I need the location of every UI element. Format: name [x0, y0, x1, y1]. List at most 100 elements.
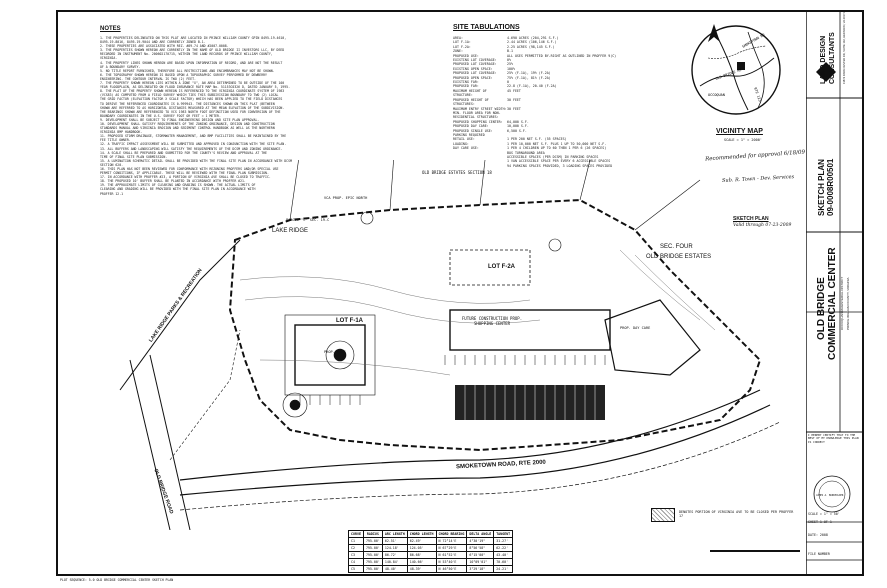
tabulation-key: PROPOSED FAR:: [453, 84, 479, 89]
vicinity-road: [707, 45, 767, 59]
notes-title: NOTES: [100, 26, 121, 32]
table-cell: 124.05': [406, 544, 437, 552]
road-edge: [149, 354, 191, 530]
vca-label: VCA PROP. EPIC NORTH: [324, 196, 368, 200]
lot-line: [579, 160, 591, 201]
tabulation-row: EXISTING FAR:0: [453, 80, 637, 84]
curve-table-heading: ARC LENGTH: [381, 530, 408, 538]
note-line: PROFFER 12.1: [100, 191, 124, 196]
note-line: 8495-19-8016, 8495-19-9044 AND ARE CURRE…: [100, 40, 206, 45]
site-tabulations: AREA:4.690 ACRES (204,291 S.F.) LOT F-1A…: [453, 36, 637, 168]
firm-address: 13873 PARK CENTER RD, SUITE 102, HERNDON…: [843, 12, 846, 84]
parcel-line: [119, 239, 241, 391]
table-cell: 24.21': [493, 565, 514, 573]
prop-day-care: [604, 299, 701, 376]
tabulation-key: PROPOSED HEIGHT OF STRUCTURES:: [453, 97, 489, 107]
parking-stalls: [299, 355, 606, 405]
old-bridge-estates-label: OLD BRIDGE ESTATES: [646, 254, 712, 260]
note-line: (VCS83) AS COMPUTED FROM A FIELD SURVEY …: [100, 93, 279, 98]
tabulation-key: DAY CARE USE:: [453, 146, 479, 151]
tabulation-row: PROPOSED LOT COVERAGE:25% (F-1A), 19% (F…: [453, 71, 637, 75]
note-line: 15. A LUMINATION SCHEMATIC DETAIL SHALL …: [100, 158, 292, 163]
tabulation-key: AREA:: [453, 36, 463, 40]
table-cell: 795.00': [362, 537, 383, 545]
plot-footer: PLOT SEQUENCE: 5.0 OLD BRIDGE COMMERCIAL…: [60, 578, 174, 582]
note-line: 19. THE APPROXIMATE LIMITS OF CLEARING A…: [100, 183, 256, 188]
curve-table-heading: DELTA ANGLE: [466, 530, 495, 538]
note-line: PERMIT CONDITIONS, IF APPLICABLE. THESE …: [100, 171, 269, 176]
note-line: 2. THESE PROPERTIES ARE ASSOCIATED WITH …: [100, 44, 229, 49]
note-line: RECORDED IN INSTRUMENT No. 200602170715,…: [100, 52, 273, 57]
tabulation-value: [507, 111, 637, 120]
tabulation-value: 0: [507, 80, 509, 85]
vicinity-road: [717, 37, 749, 111]
note-line: 17. IN ACCORDANCE WITH PROFFER #23, A PO…: [100, 175, 271, 180]
curve-table-heading: CHORD BEARING: [435, 530, 468, 538]
tabulation-key: PROPOSED OPEN SPACE:: [453, 75, 493, 80]
tabulation-row: ZONE:B-1: [453, 49, 637, 53]
table-cell: 10°09'01": [466, 558, 495, 566]
tabulation-value: 4.690 ACRES (204,291 S.F.): [507, 36, 559, 40]
tabulation-key: RETAIL USE:: [453, 137, 475, 142]
tabulation-key: LOADING:: [453, 141, 469, 146]
north-arrow-icon: [708, 24, 720, 42]
lot-line: [289, 160, 299, 221]
shopping-center-building: [455, 385, 605, 420]
tabulation-row: LOADING:1 PER 10,000 NET S.F. PLUS 1 UP …: [453, 142, 637, 146]
tabulation-key: PROPOSED DAY CARE:: [453, 124, 489, 129]
tabulation-key: MAXIMUM ENTRY STREET WIDTH:: [453, 106, 507, 111]
note-line: 4. THE PROPERTY LINES SHOWN HEREON ARE B…: [100, 60, 283, 65]
tabulation-value: BUS TURNAROUND AREA: [507, 150, 545, 155]
note-line: 16. THIS PLAN HAS NOT BEEN REVIEWED FOR …: [100, 167, 279, 171]
tabulation-row: PROPOSED USE:ALL USES PERMITTED BY-RIGHT…: [453, 54, 637, 58]
note-line: THE BEARINGS SHOWN ARE REFERENCED TO VCS…: [100, 109, 281, 114]
tabulation-row: RETAIL USE: 1 PER 200 NET S.F. (55 SPACES…: [453, 137, 637, 141]
note-line: SECTION 620.: [100, 162, 124, 167]
tabulation-value: 6,500 S.F.: [507, 128, 527, 133]
tabulation-key: EXISTING LOT COVERAGE:: [453, 58, 497, 63]
tabulation-value: 22.8 (F-1A), 20.40 (F-2A): [507, 84, 557, 89]
tabulation-key: PROPOSED LOT COVERAGE:: [453, 71, 497, 76]
seal-name: JAMES A. BURKHOLDER: [816, 494, 844, 497]
property-boundary: [228, 198, 762, 452]
valid-through-stamp: Valid through 07-23-2009: [733, 223, 792, 228]
tree-symbols: [282, 211, 562, 418]
table-cell: N 67°29'E: [435, 544, 468, 552]
note-line: TO DERIVE THE REFERENCED COORDINATES IS …: [100, 101, 275, 106]
tabulation-value: 2.44 ACRES (106,146 S.F.): [507, 40, 557, 45]
site-marker: [737, 62, 745, 70]
tabulation-key: PROPOSED USE:: [453, 53, 479, 58]
table-cell: 62.51': [381, 537, 408, 545]
closure-legend-swatch: [651, 508, 675, 522]
note-line: BOUNDARY COORDINATES IN THE U.S. SURVEY …: [100, 113, 221, 118]
file-number: FILE NUMBER: [808, 552, 830, 556]
lot-line: [479, 160, 486, 206]
site-plan-drawing: [119, 160, 781, 530]
plan-type: SKETCH PLAN: [817, 159, 826, 216]
table-cell: 795.00': [362, 544, 383, 552]
table-cell: C2: [348, 544, 364, 552]
tabulation-row: PARKING REQUIRED: [453, 133, 637, 137]
contour-lines: [239, 249, 716, 376]
prop-bldg-label: PROP. BLDG: [324, 350, 346, 354]
closure-legend-text: DENOTES PORTION OF VIRGINIA AVE TO BE CL…: [679, 510, 794, 519]
road-edge: [129, 359, 171, 530]
table-cell: N 61°52'E: [435, 551, 468, 559]
plan-number: 09-0008R00501: [826, 158, 835, 216]
tabulation-row: PROPOSED HEIGHT OF STRUCTURES: 30 FEET: [453, 98, 637, 107]
table-cell: C1: [348, 537, 364, 545]
table-cell: 70.60': [493, 558, 514, 566]
note-line: 18. THE PROPOSED 10' BUFFER SHALL BE PLA…: [100, 179, 246, 184]
lot-line: [389, 160, 394, 211]
tabulation-value: 2.25 ACRES (98,145 S.F.): [507, 44, 555, 49]
vicinity-road-label: RTE 123: [753, 87, 762, 102]
tabulation-value: 1 PER 200 NET S.F. (55 SPACES): [507, 137, 567, 142]
tabulation-key: MIN. FLOOR AREA FOR NON-RESIDENTIAL STRU…: [453, 110, 501, 120]
tabulation-row: PROPOSED SINGLE USE:6,500 S.F.: [453, 129, 637, 133]
tabulation-value: 30 FEET: [507, 97, 521, 102]
note-line: VIRGINIA.: [100, 56, 118, 61]
vicinity-map: OLD BRIDGE RD SMOKETOWN RD RTE 123 OCCOQ…: [691, 25, 781, 115]
